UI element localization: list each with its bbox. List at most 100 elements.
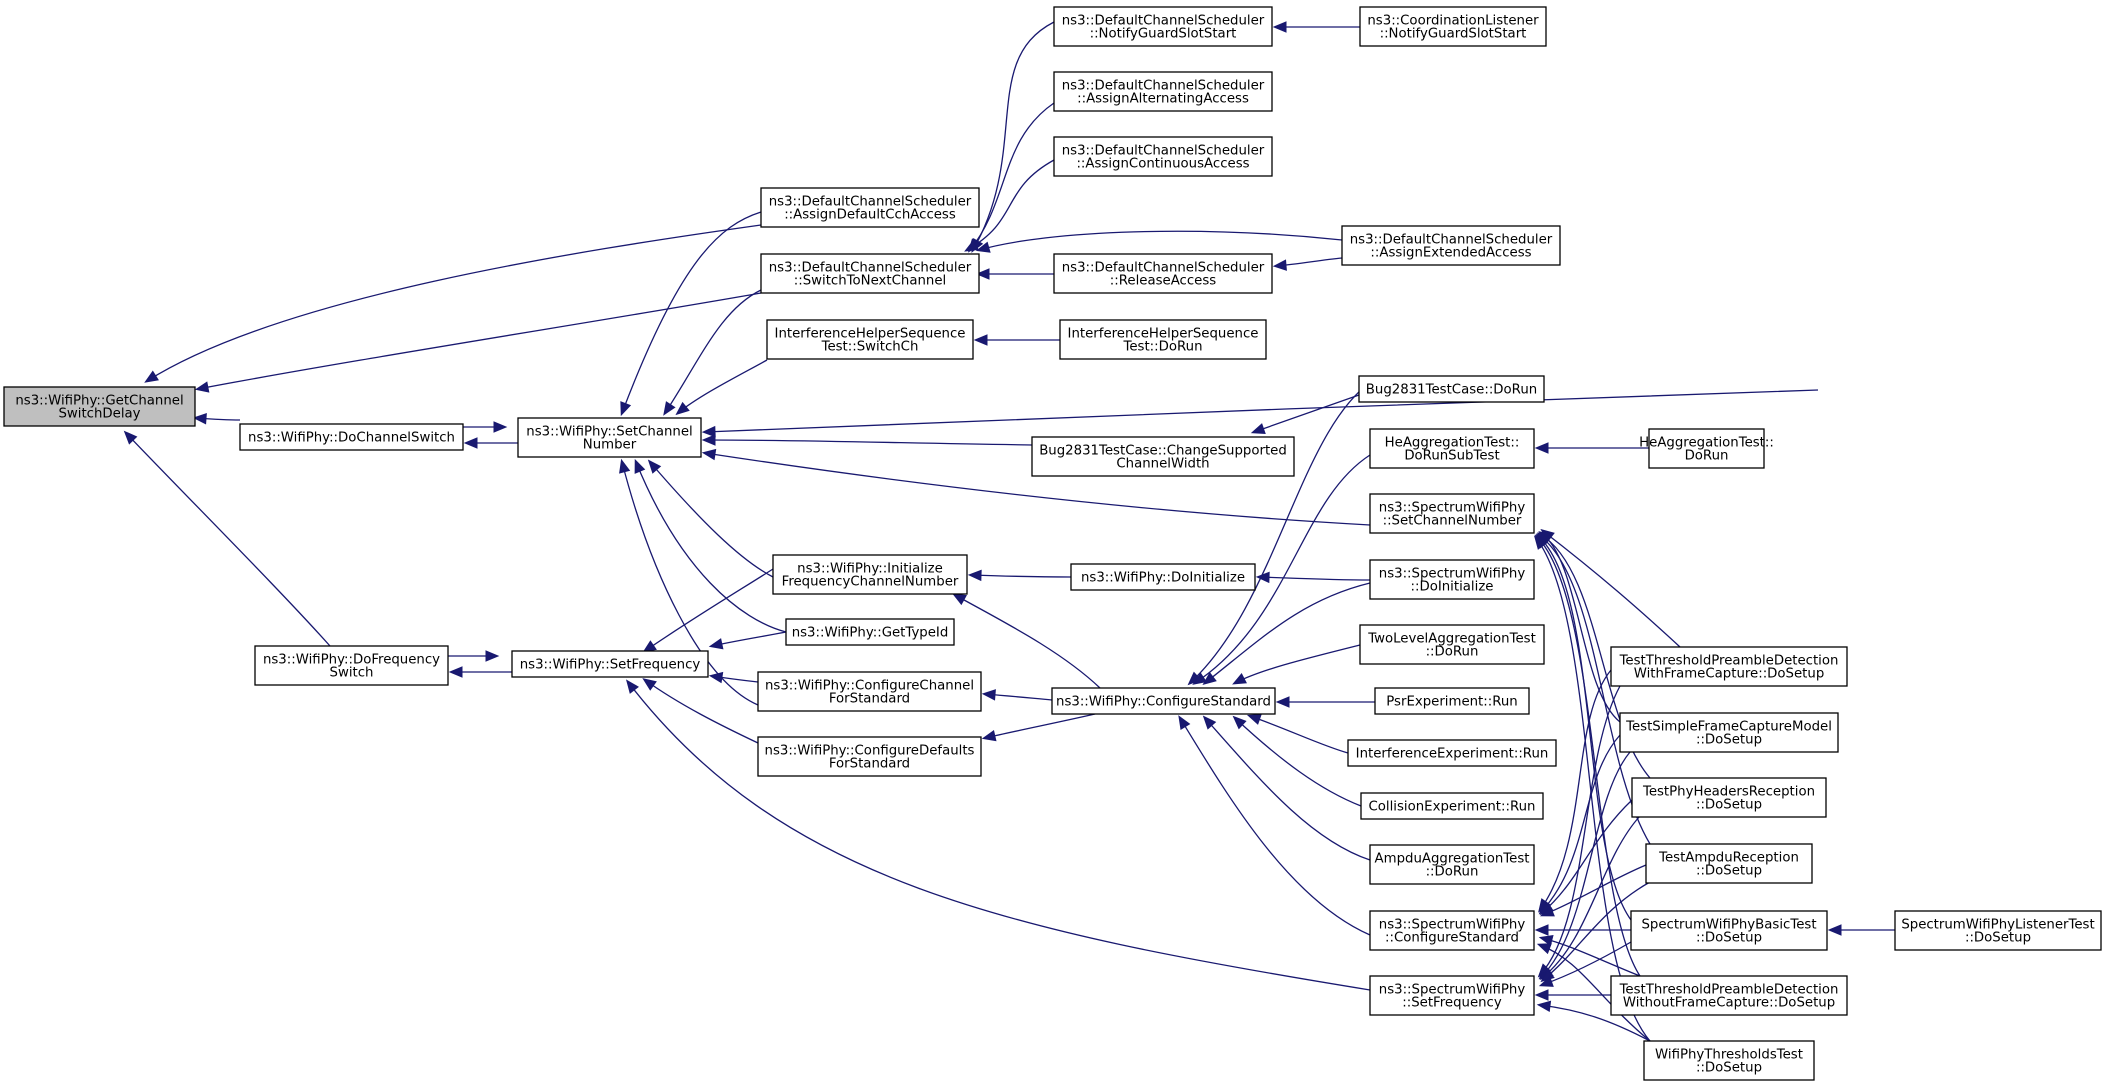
node-sp-set-frequency[interactable]: ns3::SpectrumWifiPhy::SetFrequency (1369, 975, 1535, 1016)
node-label-line: ns3::WifiPhy::ConfigureDefaults (765, 744, 975, 759)
edge-line (125, 432, 331, 647)
node-interf-run[interactable]: InterferenceExperiment::Run (1347, 739, 1557, 767)
arrowhead (1272, 21, 1287, 33)
node-set-channel-number[interactable]: ns3::WifiPhy::SetChannelNumber (517, 417, 702, 458)
node-ampdu-agg-do-run[interactable]: AmpduAggregationTest::DoRun (1369, 844, 1535, 885)
node-assign-extended[interactable]: ns3::DefaultChannelScheduler::AssignExte… (1341, 225, 1561, 266)
node-get-type-id[interactable]: ns3::WifiPhy::GetTypeId (785, 618, 955, 646)
node-he-do-run-sub-test[interactable]: HeAggregationTest::DoRunSubTest (1369, 428, 1535, 469)
edge-sp-set-channel-number-to-set-channel-number (701, 448, 1371, 526)
node-do-channel-switch[interactable]: ns3::WifiPhy::DoChannelSwitch (239, 423, 464, 451)
edge-line (1194, 454, 1371, 684)
node-label-line: FrequencyChannelNumber (782, 575, 959, 590)
edge-line (954, 594, 1101, 689)
node-label-line: ns3::WifiPhy::ConfigureChannel (765, 679, 974, 694)
node-test-simple-fc[interactable]: TestSimpleFrameCaptureModel::DoSetup (1619, 712, 1839, 753)
arrowhead (448, 666, 463, 678)
edge-line (644, 679, 759, 744)
node-assign-alternating[interactable]: ns3::DefaultChannelScheduler::AssignAlte… (1053, 71, 1273, 112)
node-label-line: TestThresholdPreambleDetection (1619, 654, 1839, 669)
edge-do-channel-switch-to-set-channel-number (463, 421, 508, 433)
node-config-channel[interactable]: ns3::WifiPhy::ConfigureChannelForStandar… (757, 671, 982, 712)
edge-config-defaults-to-set-frequency (642, 678, 759, 744)
arrowhead (1538, 976, 1554, 987)
node-box (1359, 624, 1545, 665)
node-do-initialize[interactable]: ns3::WifiPhy::DoInitialize (1070, 563, 1256, 591)
node-coord-notify[interactable]: ns3::CoordinationListener::NotifyGuardSl… (1359, 6, 1547, 47)
node-label-line: ns3::WifiPhy::DoChannelSwitch (248, 431, 455, 446)
node-psr-run[interactable]: PsrExperiment::Run (1374, 687, 1530, 715)
node-assign-continuous[interactable]: ns3::DefaultChannelScheduler::AssignCont… (1053, 136, 1273, 177)
edge-line (1539, 944, 1651, 1042)
node-test-thresh-without[interactable]: TestThresholdPreambleDetectionWithoutFra… (1610, 975, 1848, 1016)
node-label-line: Bug2831TestCase::DoRun (1366, 383, 1537, 398)
arrowhead (1232, 715, 1247, 730)
edge-he-do-run-sub-test-to-config-standard (1192, 454, 1371, 685)
edge-line (621, 211, 762, 414)
node-label-line: TestAmpduReception (1658, 851, 1799, 866)
node-test-thresh-with[interactable]: TestThresholdPreambleDetectionWithFrameC… (1610, 646, 1848, 687)
arrowhead (1232, 673, 1247, 685)
node-release-access[interactable]: ns3::DefaultChannelScheduler::ReleaseAcc… (1053, 253, 1273, 294)
node-box (1369, 559, 1535, 600)
edge-sp-do-initialize-to-do-initialize (1255, 571, 1371, 584)
node-set-frequency[interactable]: ns3::WifiPhy::SetFrequency (511, 650, 709, 678)
node-box (1059, 319, 1267, 360)
node-he-do-run[interactable]: HeAggregationTest::DoRun (1639, 428, 1774, 469)
node-label-line: Switch (330, 666, 374, 681)
node-label-line: ::AssignAlternatingAccess (1077, 92, 1249, 107)
node-box (1053, 6, 1273, 47)
node-label-line: DoRun (1685, 449, 1729, 464)
node-box (1070, 563, 1256, 591)
node-label-line: ns3::SpectrumWifiPhy (1379, 501, 1526, 516)
node-init-freq-ch[interactable]: ns3::WifiPhy::InitializeFrequencyChannel… (772, 554, 968, 595)
edge-line (627, 681, 1371, 991)
edge-line (1540, 751, 1631, 978)
node-test-phy-headers[interactable]: TestPhyHeadersReception::DoSetup (1631, 777, 1827, 818)
arrowhead (1534, 989, 1549, 1001)
node-label-line: TwoLevelAggregationTest (1367, 632, 1536, 647)
node-two-level[interactable]: TwoLevelAggregationTest::DoRun (1359, 624, 1545, 665)
node-collision-run[interactable]: CollisionExperiment::Run (1360, 792, 1544, 820)
node-switch-to-next[interactable]: ns3::DefaultChannelScheduler::SwitchToNe… (760, 253, 980, 294)
arrowhead (642, 678, 657, 691)
arrowhead (625, 679, 639, 694)
node-config-defaults[interactable]: ns3::WifiPhy::ConfigureDefaultsForStanda… (757, 736, 982, 777)
node-sp-basic-test[interactable]: SpectrumWifiPhyBasicTest::DoSetup (1630, 910, 1828, 951)
node-box (1610, 975, 1848, 1016)
node-config-standard[interactable]: ns3::WifiPhy::ConfigureStandard (1051, 687, 1276, 715)
node-bug2831-change[interactable]: Bug2831TestCase::ChangeSupportedChannelW… (1031, 436, 1295, 477)
edge-assign-extended-to-release-access (1272, 257, 1343, 271)
node-sp-config-std[interactable]: ns3::SpectrumWifiPhy::ConfigureStandard (1369, 910, 1535, 951)
node-wifi-phy-thresh[interactable]: WifiPhyThresholdsTest::DoSetup (1643, 1040, 1815, 1081)
node-box (1645, 843, 1813, 884)
edge-collision-run-to-config-standard (1232, 715, 1362, 807)
node-bug2831-do-run[interactable]: Bug2831TestCase::DoRun (1358, 375, 1545, 403)
node-label-line: AmpduAggregationTest (1375, 852, 1530, 867)
node-sp-do-initialize[interactable]: ns3::SpectrumWifiPhy::DoInitialize (1369, 559, 1535, 600)
edge-config-standard-to-init-freq-ch (952, 593, 1101, 689)
node-label-line: ::AssignExtendedAccess (1370, 246, 1531, 261)
node-label-line: ::AssignDefaultCchAccess (784, 208, 956, 223)
arrowhead (1533, 535, 1547, 550)
node-sp-listener-test[interactable]: SpectrumWifiPhyListenerTest::DoSetup (1894, 910, 2102, 951)
node-assign-default-cch[interactable]: ns3::DefaultChannelScheduler::AssignDefa… (760, 187, 980, 228)
node-label-line: ::DoSetup (1696, 798, 1762, 813)
edge-line (1536, 536, 1641, 977)
node-test-ampdu-recep[interactable]: TestAmpduReception::DoSetup (1645, 843, 1813, 884)
node-box (1051, 687, 1276, 715)
arrowhead (981, 730, 997, 742)
node-sp-set-channel-number[interactable]: ns3::SpectrumWifiPhy::SetChannelNumber (1369, 493, 1535, 534)
node-label-line: ns3::CoordinationListener (1367, 14, 1539, 29)
edge-switch-to-next-to-root (194, 292, 762, 393)
edge-sp-basic-test-to-sp-config-std (1534, 924, 1631, 936)
node-notify-guard[interactable]: ns3::DefaultChannelScheduler::NotifyGuar… (1053, 6, 1273, 47)
node-label-line: Test::SwitchCh (821, 340, 919, 355)
edge-line (711, 631, 787, 647)
node-label-line: ns3::DefaultChannelScheduler (1350, 233, 1553, 248)
arrowhead (675, 401, 690, 416)
